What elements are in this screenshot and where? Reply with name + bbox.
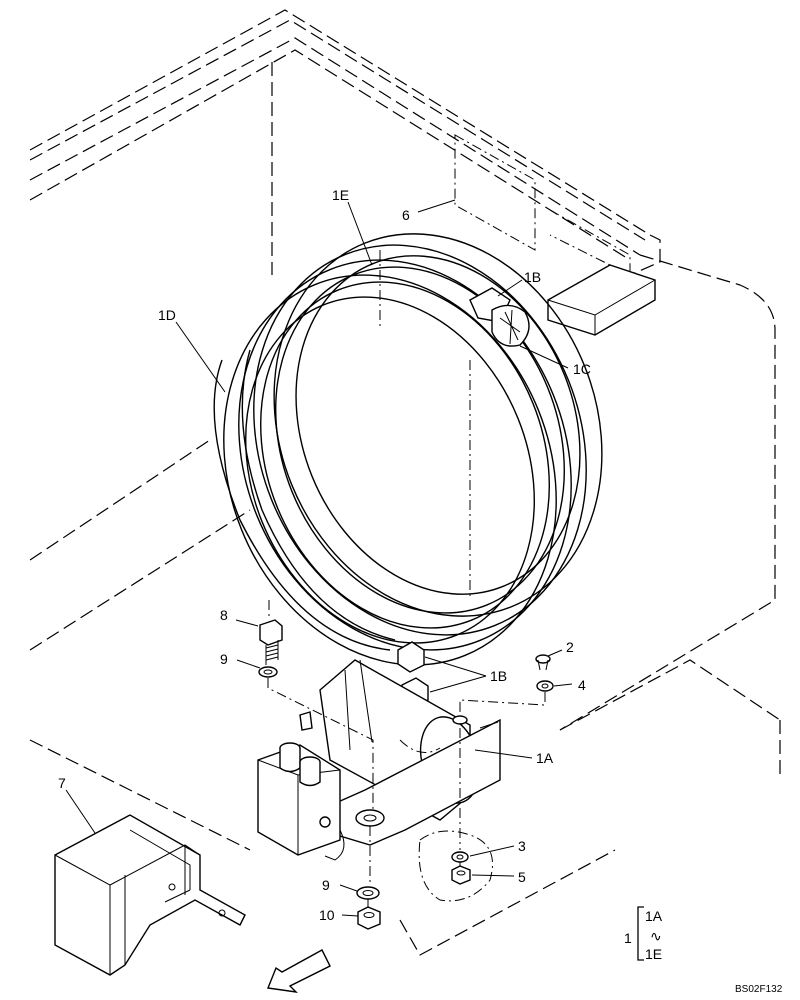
drawing-code: BS02F132 <box>735 984 783 995</box>
callout-1A: 1A <box>536 750 554 766</box>
part-6-panel <box>454 134 631 276</box>
callout-7: 7 <box>58 775 66 791</box>
part-7-cover <box>54 814 246 976</box>
pump-motor-assembly <box>257 641 501 861</box>
callout-3: 3 <box>518 838 526 854</box>
callout-9-top: 9 <box>220 651 228 667</box>
callout-5: 5 <box>518 869 526 885</box>
callout-1C: 1C <box>573 361 591 377</box>
callout-labels: 1E 6 1B 1C 1D 8 2 9 1B 4 1A 7 3 5 9 10 <box>58 187 591 923</box>
callout-8: 8 <box>220 607 228 623</box>
callout-1D: 1D <box>158 307 176 323</box>
callout-9-bottom: 9 <box>322 877 330 893</box>
legend-range-end: 1E <box>645 946 662 962</box>
callout-10: 10 <box>319 907 335 923</box>
assembly-range-legend: 1 1A ∿ 1E <box>624 906 663 962</box>
callout-1B-top: 1B <box>524 269 541 285</box>
phantom-box-right <box>547 264 656 336</box>
assembly-centerlines <box>267 250 546 908</box>
callout-2: 2 <box>566 639 574 655</box>
callout-4: 4 <box>578 677 586 693</box>
callout-1E-top: 1E <box>332 187 349 203</box>
leader-lines <box>65 199 573 917</box>
callout-6: 6 <box>402 207 410 223</box>
legend-assembly-number: 1 <box>624 930 632 946</box>
front-direction-arrow <box>267 949 331 993</box>
legend-range-separator: ∿ <box>650 928 662 944</box>
hose-coil <box>213 233 603 666</box>
upper-hose-fittings <box>469 287 530 347</box>
hardware-parts <box>258 619 554 930</box>
machine-body-outline <box>29 9 781 956</box>
callout-1B-mid: 1B <box>490 668 507 684</box>
legend-range-start: 1A <box>645 908 663 924</box>
